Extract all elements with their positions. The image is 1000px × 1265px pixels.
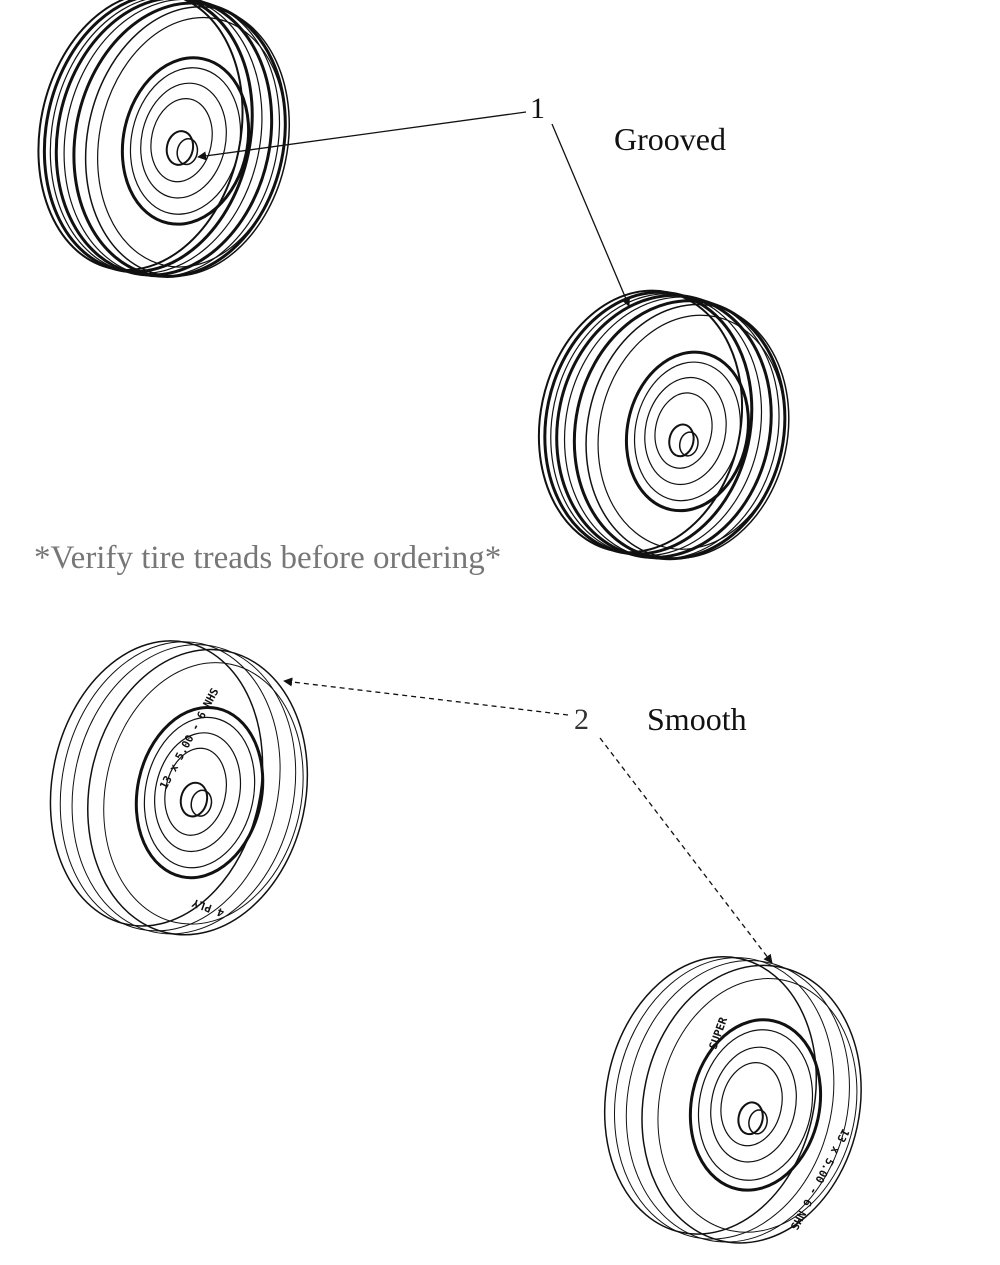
grooved-tire-top xyxy=(37,0,291,278)
tire-ply-marking-top: 4 PLY xyxy=(190,896,226,920)
callout-number-2: 2 xyxy=(574,703,589,736)
tire-size-marking-bottom: 13 x 5.00 - 6 NHS xyxy=(787,1127,851,1233)
callout-number-1: 1 xyxy=(530,92,545,125)
smooth-label: Smooth xyxy=(647,701,747,737)
callout-2-leaders xyxy=(283,677,773,964)
grooved-tire-bottom xyxy=(537,289,790,561)
callout-1-leaders xyxy=(197,111,630,307)
grooved-label: Grooved xyxy=(614,121,726,157)
verify-treads-note: *Verify tire treads before ordering* xyxy=(34,540,502,576)
smooth-tire-bottom xyxy=(603,956,862,1244)
smooth-tire-top xyxy=(49,640,309,936)
